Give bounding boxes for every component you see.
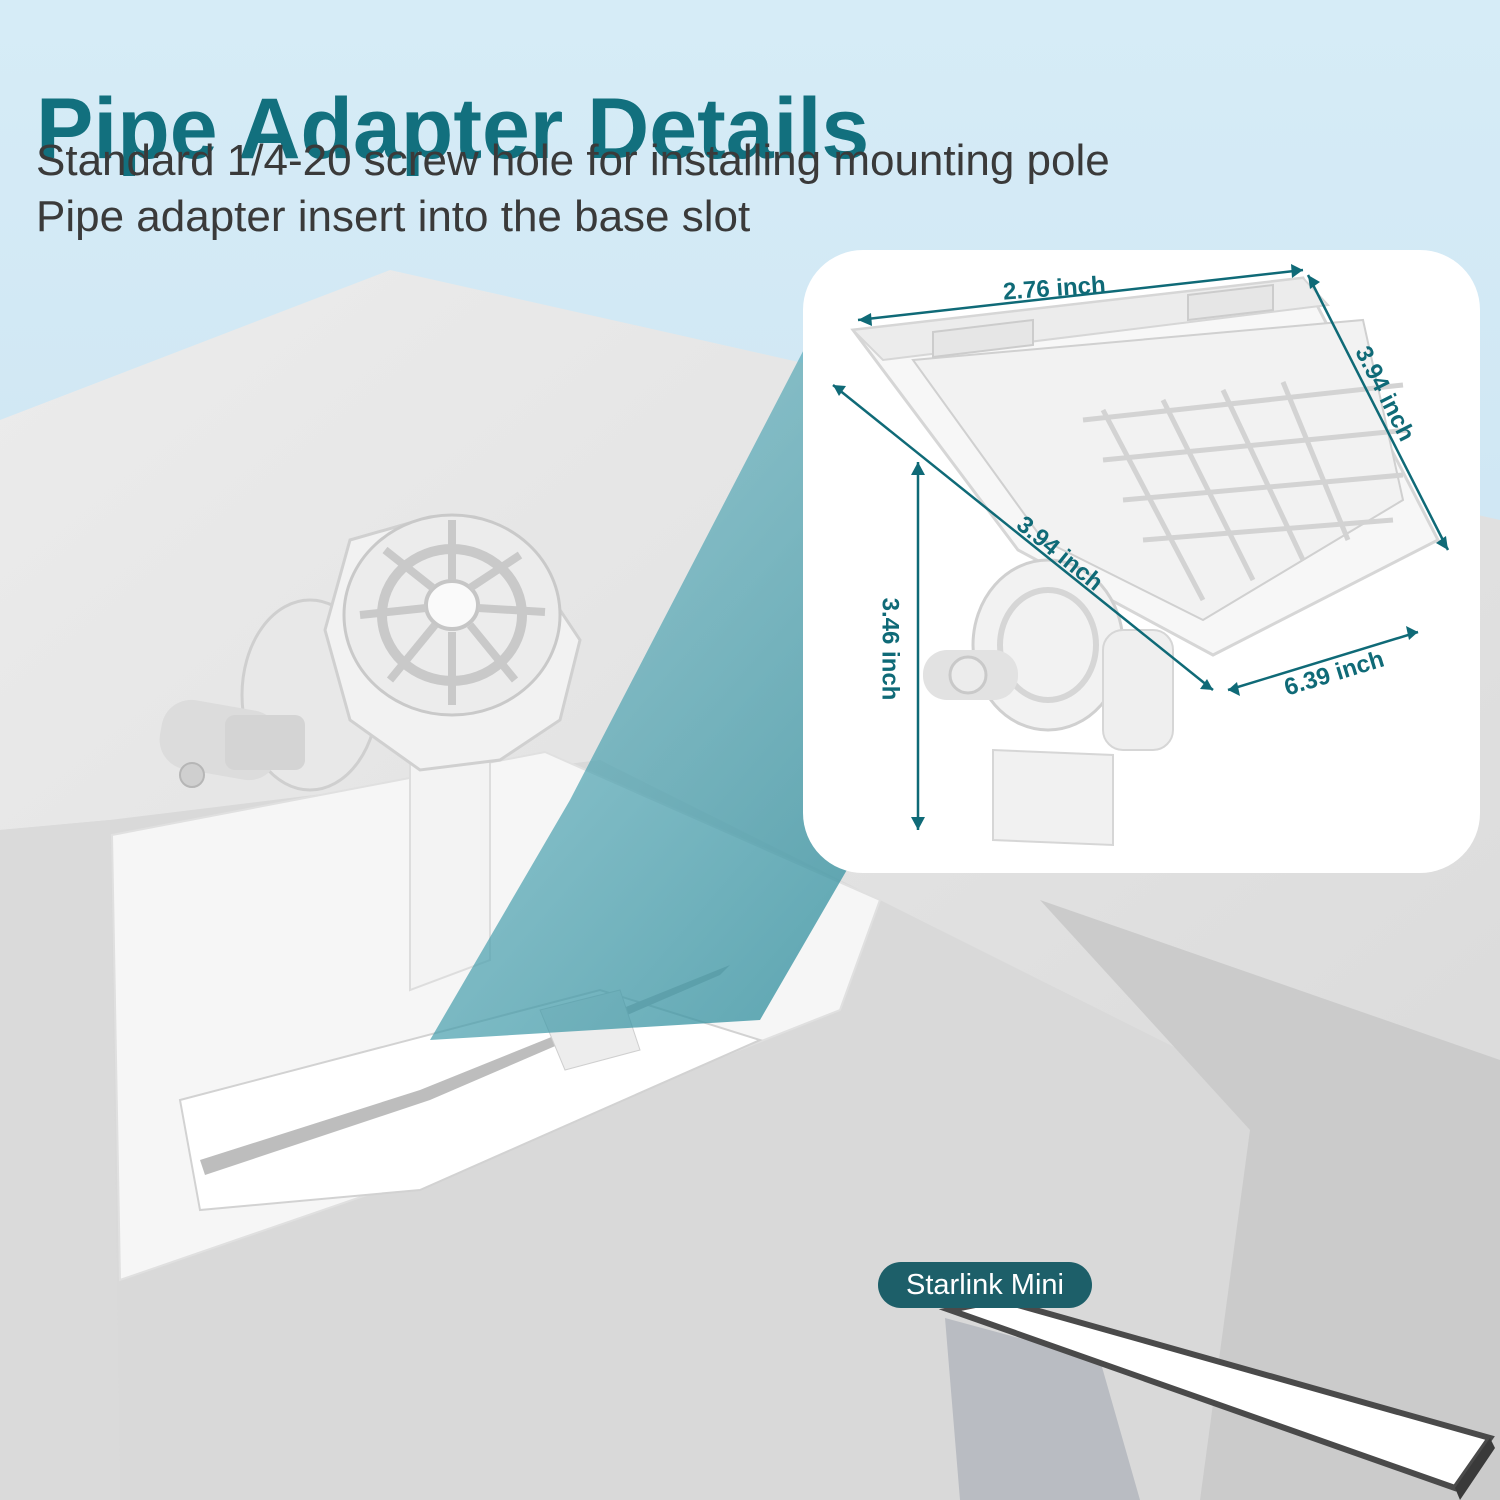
subtitle-line-2: Pipe adapter insert into the base slot xyxy=(36,192,751,241)
product-tag-badge: Starlink Mini xyxy=(878,1262,1092,1308)
pipe-adapter-detail-image xyxy=(832,264,1450,847)
page-title: Pipe Adapter Details xyxy=(36,80,870,177)
detail-inset-card: 2.76 inch 3.94 inch 3.94 inch 3.46 inch … xyxy=(803,250,1480,873)
pipe-adapter-large xyxy=(159,513,582,992)
subtitle-line-1: Standard 1/4-20 screw hole for installin… xyxy=(36,136,1110,185)
dim-height: 3.46 inch xyxy=(876,597,904,701)
